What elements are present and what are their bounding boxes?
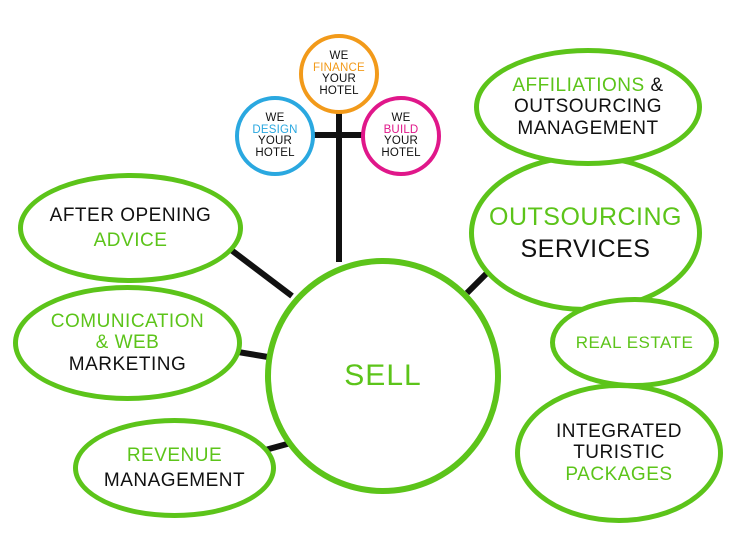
build-circle: WE BUILD YOUR HOTEL [361,96,441,176]
affiliations-line1-amp: & [644,75,664,97]
communication-node: COMUNICATION & WEB MARKETING [13,285,242,401]
real-estate-line1: REAL ESTATE [575,332,694,352]
finance-line2: FINANCE [313,61,365,74]
finance-line3: YOUR [321,73,357,85]
affiliations-node: AFFILIATIONS & OUTSOURCING MANAGEMENT [474,48,702,166]
communication-line1: COMUNICATION [50,311,205,333]
after-opening-line1: AFTER OPENING [49,205,212,227]
design-line2: DESIGN [252,123,298,136]
integrated-line2: TURISTIC [573,442,665,464]
design-line3: YOUR [257,135,293,147]
outsourcing-node: OUTSOURCING SERVICES [469,154,702,312]
design-circle: WE DESIGN YOUR HOTEL [235,96,315,176]
communication-line2: & WEB [95,332,160,354]
outsourcing-line2: SERVICES [520,235,651,263]
integrated-line3: PACKAGES [565,463,673,485]
after-opening-line2: ADVICE [93,229,168,251]
sell-label: SELL [344,359,422,393]
finance-line1: WE [329,50,349,62]
build-line3: YOUR [383,135,419,147]
revenue-node: REVENUE MANAGEMENT [73,418,276,518]
affiliations-line1-green: AFFILIATIONS [512,75,645,97]
outsourcing-line1: OUTSOURCING [489,203,682,231]
affiliations-line3: MANAGEMENT [517,117,659,139]
integrated-node: INTEGRATED TURISTIC PACKAGES [515,383,723,523]
build-line2: BUILD [383,123,419,136]
finance-line4: HOTEL [319,84,359,97]
affiliations-line2: OUTSOURCING [514,96,662,118]
connector-outsourcing [464,269,491,296]
finance-circle: WE FINANCE YOUR HOTEL [299,34,379,114]
revenue-line1: REVENUE [126,444,223,466]
after-opening-node: AFTER OPENING ADVICE [18,173,243,283]
build-line1: WE [391,112,411,124]
design-line1: WE [265,112,285,124]
communication-line3: MARKETING [68,353,187,375]
build-line4: HOTEL [381,146,421,159]
integrated-line1: INTEGRATED [555,421,683,443]
real-estate-node: REAL ESTATE [550,297,719,388]
sell-center-circle: SELL [265,258,501,494]
design-line4: HOTEL [255,146,295,159]
connector-communication [237,349,269,360]
revenue-line2: MANAGEMENT [103,470,246,491]
affiliations-line1: AFFILIATIONS & [512,75,663,96]
